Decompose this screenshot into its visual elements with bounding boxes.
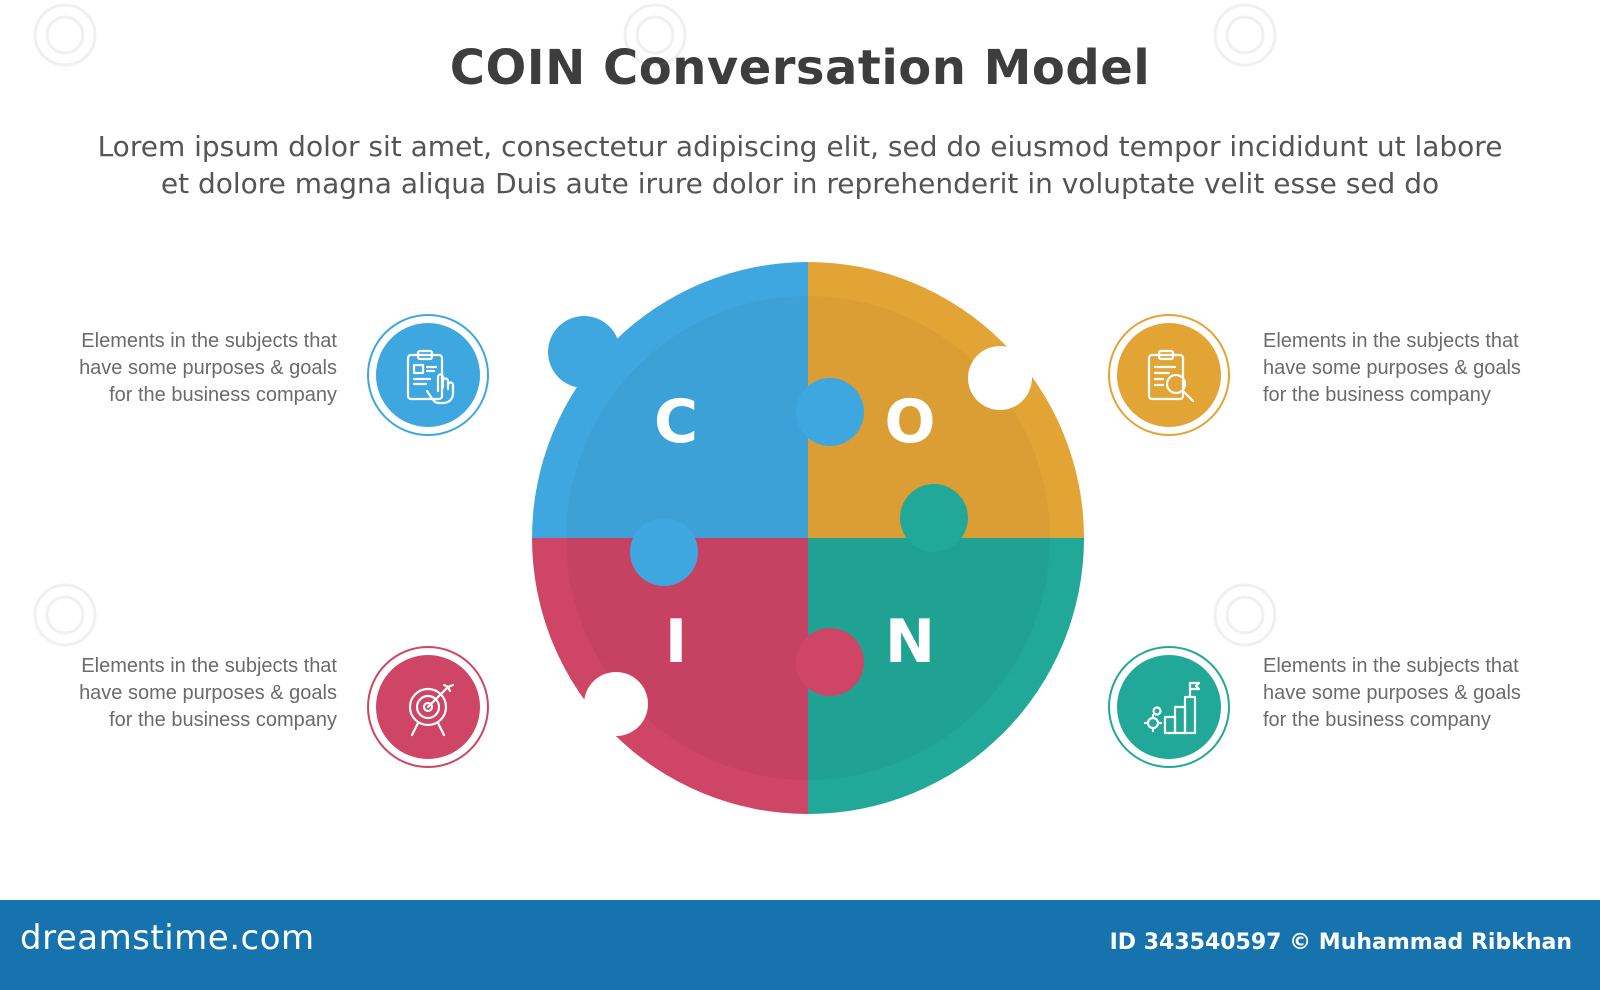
growth-steps-icon <box>1143 681 1201 735</box>
icon-badge-n <box>1108 646 1230 768</box>
puzzle-letter-c: C <box>654 387 698 457</box>
puzzle-letter-o: O <box>884 387 935 457</box>
coin-puzzle-circle: C O I N <box>532 262 1084 814</box>
description-n: Elements in the subjects that have some … <box>1263 653 1563 734</box>
puzzle-notch-o <box>968 346 1032 410</box>
watermark-swirl-icon <box>1213 3 1277 67</box>
puzzle-knob-n-top <box>900 484 968 552</box>
subtitle-line: Lorem ipsum dolor sit amet, consectetur … <box>97 130 1503 163</box>
description-line: have some purposes & goals <box>79 357 337 379</box>
icon-badge-fill <box>1117 323 1221 427</box>
description-line: for the business company <box>1263 384 1491 406</box>
description-c: Elements in the subjects that have some … <box>37 328 337 409</box>
icon-badge-i <box>367 646 489 768</box>
puzzle-letter-n: N <box>885 607 935 677</box>
page-title: COIN Conversation Model <box>449 40 1151 96</box>
description-line: Elements in the subjects that <box>1263 330 1519 352</box>
puzzle-knob-c-bottom <box>630 518 698 586</box>
icon-badge-c <box>367 314 489 436</box>
brand-logo: dreamstime.com <box>20 918 315 958</box>
description-line: for the business company <box>109 709 337 731</box>
description-line: for the business company <box>1263 709 1491 731</box>
description-line: have some purposes & goals <box>79 682 337 704</box>
description-o: Elements in the subjects that have some … <box>1263 328 1563 409</box>
puzzle-letter-i: I <box>665 607 687 677</box>
puzzle-knob-c-right <box>796 378 864 446</box>
icon-badge-o <box>1108 314 1230 436</box>
subtitle: Lorem ipsum dolor sit amet, consectetur … <box>60 128 1540 202</box>
puzzle-pieces <box>532 262 1084 814</box>
description-line: Elements in the subjects that <box>1263 655 1519 677</box>
clipboard-hand-icon <box>406 349 455 405</box>
icon-badge-fill <box>1117 655 1221 759</box>
watermark-swirl-icon <box>33 583 97 647</box>
clipboard-search-icon <box>1147 349 1195 403</box>
puzzle-knob-i-right <box>796 628 864 696</box>
description-line: Elements in the subjects that <box>81 330 337 352</box>
description-line: for the business company <box>109 384 337 406</box>
footer-bar: dreamstime.com ID 343540597 © Muhammad R… <box>0 900 1600 990</box>
description-line: have some purposes & goals <box>1263 682 1521 704</box>
watermark-swirl-icon <box>1213 583 1277 647</box>
puzzle-knob-c-outer <box>548 316 620 388</box>
watermark-swirl-icon <box>623 3 687 67</box>
watermark-swirl-icon <box>33 3 97 67</box>
description-line: have some purposes & goals <box>1263 357 1521 379</box>
description-i: Elements in the subjects that have some … <box>37 653 337 734</box>
description-line: Elements in the subjects that <box>81 655 337 677</box>
puzzle-notch-i <box>584 672 648 736</box>
photo-id-credit: ID 343540597 © Muhammad Ribkhan <box>1109 930 1572 955</box>
subtitle-line: et dolore magna aliqua Duis aute irure d… <box>160 167 1440 200</box>
target-icon <box>408 683 455 737</box>
icon-badge-fill <box>376 323 480 427</box>
